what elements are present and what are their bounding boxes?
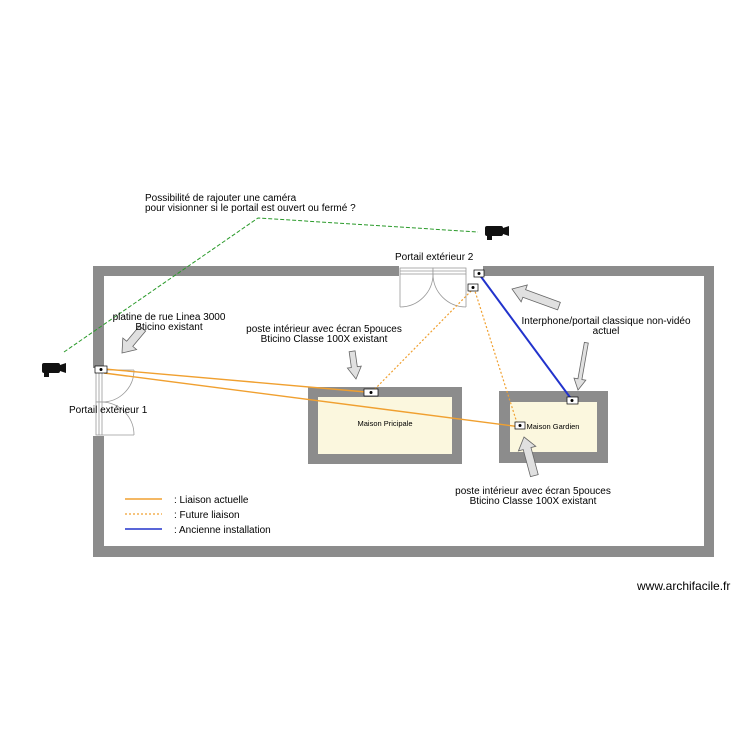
arrow-to-gate2-device: [511, 284, 561, 311]
current-link-main-house: [103, 368, 367, 393]
interphone-label-line2: actuel: [593, 326, 620, 337]
gate-2-doors: [399, 267, 467, 308]
guard-house-label: Maison Gardien: [527, 422, 580, 431]
camera-link-dashed: [63, 217, 479, 353]
gate2-label: Portail extérieur 2: [395, 252, 474, 263]
main-house: [308, 387, 462, 464]
camera-note-line2: pour visionner si le portail est ouvert …: [145, 203, 356, 214]
platine-label-line1: platine de rue Linea 3000: [113, 312, 226, 323]
interphone-label-line1: Interphone/portail classique non-vidéo: [522, 316, 691, 327]
guard-poste-device: [514, 421, 526, 430]
guard-poste-label-line2: Bticino Classe 100X existant: [470, 496, 597, 507]
current-link-guard-house: [103, 372, 522, 428]
arrow-to-old-device: [573, 341, 589, 391]
future-link-main-house: [371, 287, 475, 393]
main-poste-label-line2: Bticino Classe 100X existant: [261, 334, 388, 345]
camera-icon: [42, 363, 66, 377]
legend-label-old: : Ancienne installation: [174, 525, 271, 536]
legend: : Liaison actuelle : Future liaison : An…: [125, 495, 271, 536]
main-poste-label-line1: poste intérieur avec écran 5pouces: [246, 324, 402, 335]
legend-label-future: : Future liaison: [174, 510, 240, 521]
gate-1-doors: [95, 369, 135, 436]
arrow-to-guard-poste: [517, 436, 539, 478]
main-house-label: Maison Pricipale: [357, 419, 412, 428]
guard-poste-label-line1: poste intérieur avec écran 5pouces: [455, 486, 611, 497]
links: [63, 217, 573, 428]
watermark: www.archifacile.fr: [636, 579, 730, 593]
platine-label-line2: Bticino existant: [135, 322, 202, 333]
guard-old-device: [566, 396, 579, 405]
future-link-guard-house: [473, 287, 519, 427]
main-house-poste-device: [363, 388, 379, 397]
camera-note-line1: Possibilité de rajouter une caméra: [145, 193, 297, 204]
camera-icon: [485, 226, 509, 240]
platine-device: [94, 365, 108, 374]
future-device: [467, 283, 479, 292]
legend-label-current: : Liaison actuelle: [174, 495, 249, 506]
gate1-label: Portail extérieur 1: [69, 405, 148, 416]
arrow-to-platine: [121, 325, 147, 354]
old-installation-link: [478, 273, 573, 401]
gate2-device: [473, 269, 485, 278]
arrow-to-main-poste: [346, 350, 362, 380]
